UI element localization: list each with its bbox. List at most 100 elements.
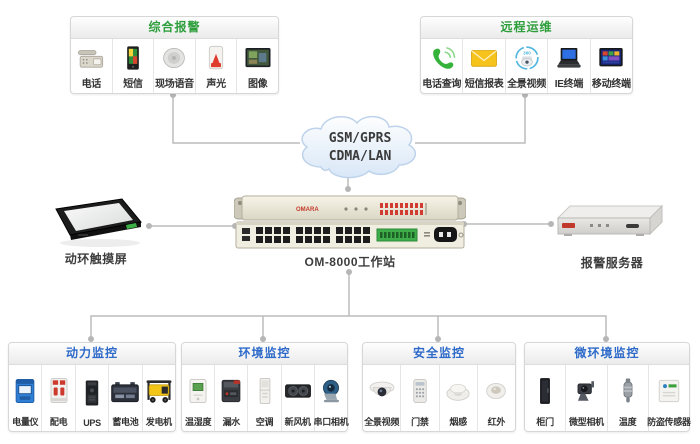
item-label: 声光 <box>206 79 226 90</box>
item-fresh-air-unit: 新风机 <box>280 365 314 431</box>
dome-camera-icon <box>363 367 400 415</box>
item-power-meter: 电量仪 <box>9 365 41 431</box>
speaker-icon <box>154 41 195 75</box>
item-smoke-detector: 烟感 <box>438 365 477 431</box>
group-title-security-monitoring: 安全监控 <box>363 343 515 365</box>
item-label: 漏水 <box>222 417 241 427</box>
item-label: 新风机 <box>284 417 311 427</box>
item-image-monitor: 图像 <box>236 39 278 93</box>
tablet-icon <box>591 41 632 75</box>
item-label: 配电 <box>49 417 68 427</box>
item-telephone: 电话 <box>71 39 112 93</box>
item-laptop: IE终端 <box>547 39 589 93</box>
access-keypad-icon <box>401 367 438 415</box>
item-label: 电话查询 <box>422 79 462 90</box>
telephone-icon <box>71 41 112 75</box>
phone-call-icon <box>421 41 462 75</box>
item-infrared-sensor: 红外 <box>476 365 515 431</box>
mini-camera-icon <box>566 367 606 415</box>
svg-text:360: 360 <box>523 51 531 56</box>
item-label: 门禁 <box>411 417 429 427</box>
cloud-network-line2: CDMA/LAN <box>329 149 392 164</box>
group-title-environment-monitoring: 环境监控 <box>182 343 347 365</box>
item-breaker: 配电 <box>41 365 74 431</box>
item-ups: UPS <box>74 365 108 431</box>
item-temp-humidity: 温湿度 <box>182 365 214 431</box>
temperature-probe-icon <box>608 367 648 415</box>
group-title-remote-ops: 远程运维 <box>421 17 632 39</box>
item-serial-camera: 串口相机 <box>313 365 349 431</box>
workstation-label: OM-8000工作站 <box>304 255 396 269</box>
item-mini-camera: 微型相机 <box>565 365 606 431</box>
item-dome-camera: 全景视频 <box>363 365 400 431</box>
infrared-sensor-icon <box>478 367 515 415</box>
group-title-integrated-alarm: 综合报警 <box>71 17 278 39</box>
cloud-network-line1: GSM/GPRS <box>329 131 392 146</box>
item-generator: 发电机 <box>141 365 175 431</box>
item-temperature-probe: 温度 <box>606 365 648 431</box>
item-air-conditioner: 空调 <box>247 365 280 431</box>
item-label: 空调 <box>255 417 274 427</box>
cloud-shape <box>301 115 417 179</box>
item-label: 电量仪 <box>12 417 39 427</box>
image-monitor-icon <box>237 41 278 75</box>
sms-phone-icon <box>113 41 154 75</box>
item-siren: 声光 <box>194 39 237 93</box>
item-label: 现场语音 <box>155 79 194 90</box>
touchscreen-label: 动环触摸屏 <box>64 252 128 266</box>
item-label: 电话 <box>81 79 102 90</box>
item-label: 串口相机 <box>313 417 349 427</box>
item-speaker: 现场语音 <box>153 39 195 93</box>
group-items: 温湿度漏水 空调新风机串口相机 <box>182 365 349 431</box>
item-label: UPS <box>83 418 101 428</box>
group-items: 电话 短信 现场语音 声光 图像 <box>71 39 278 93</box>
group-items: 柜门微型相机温度防盗传感器 <box>525 365 691 431</box>
rj45-ports <box>256 227 370 243</box>
anti-theft-sensor-icon <box>649 367 689 415</box>
item-label: 温度 <box>618 417 637 427</box>
group-environment-monitoring: 环境监控温湿度漏水 空调新风机串口相机 <box>181 342 349 432</box>
temp-humidity-icon <box>182 367 214 415</box>
item-tablet: 移动终端 <box>589 39 632 93</box>
ups-icon <box>76 367 108 418</box>
network-cloud: GSM/GPRS CDMA/LAN <box>301 115 417 179</box>
laptop-icon <box>548 41 589 75</box>
cabinet-door-icon <box>525 367 565 415</box>
item-label: 微型相机 <box>568 417 604 427</box>
server-label: 报警服务器 <box>580 256 644 270</box>
led-bank <box>380 203 423 215</box>
server-logo <box>562 223 575 228</box>
alarm-server-device <box>556 204 664 236</box>
siren-icon <box>196 41 237 75</box>
panorama-camera-icon: 360 <box>506 41 547 75</box>
fresh-air-unit-icon <box>282 367 314 415</box>
item-label: 全景视频 <box>364 417 400 427</box>
air-conditioner-icon <box>248 367 280 415</box>
group-micro-environment-monitoring: 微环境监控柜门微型相机温度防盗传感器 <box>524 342 691 432</box>
item-label: 短信 <box>123 79 143 90</box>
item-label: 烟感 <box>449 417 467 427</box>
item-sms-phone: 短信 <box>111 39 154 93</box>
envelope-icon <box>463 41 504 75</box>
group-integrated-alarm: 综合报警电话 短信 现场语音 声光 图像 <box>70 16 279 94</box>
power-inlet <box>434 227 457 242</box>
item-label: 短信报表 <box>464 79 504 90</box>
serial-camera-icon <box>315 367 347 415</box>
item-label: 图像 <box>247 79 268 90</box>
item-label: 柜门 <box>536 417 554 427</box>
group-security-monitoring: 安全监控全景视频 门禁 烟感红外 <box>362 342 516 432</box>
workstation-logo: OMARA <box>296 207 319 213</box>
touchscreen-device <box>55 198 142 247</box>
group-items: 全景视频 门禁 烟感红外 <box>363 365 515 431</box>
power-meter-icon <box>9 367 41 415</box>
breaker-icon <box>42 367 74 415</box>
item-label: 移动终端 <box>591 79 631 90</box>
